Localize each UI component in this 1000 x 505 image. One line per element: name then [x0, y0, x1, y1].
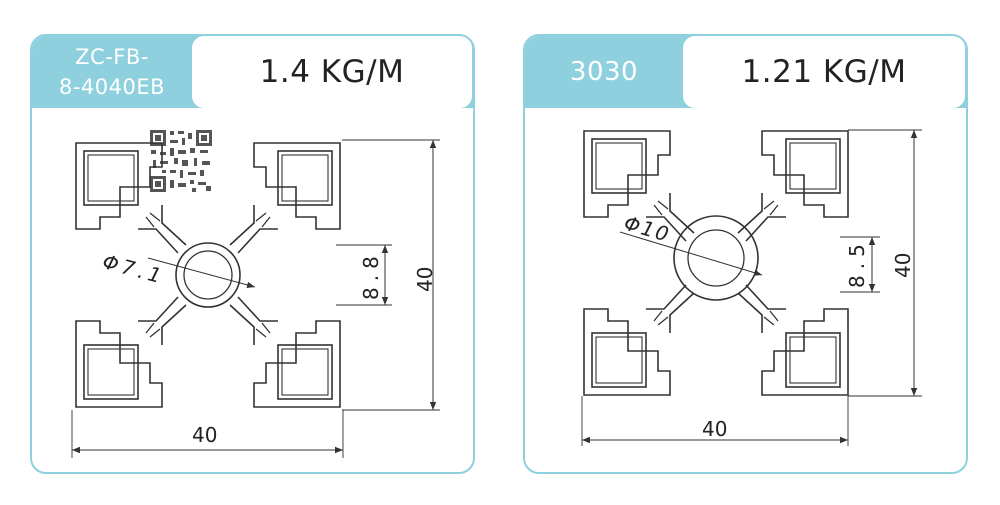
profile-code-line2: 8-4040EB: [58, 75, 166, 99]
profile-code: 3030: [569, 57, 639, 87]
profile-card-left: ZC-FB- 8-4040EB 1.4 KG/M: [30, 34, 475, 474]
profile-section-left: [71, 139, 440, 458]
slot-dimension-label: 8.8: [359, 250, 383, 300]
profile-card-right: 3030 1.21 KG/M: [523, 34, 968, 474]
qr-code-icon: [148, 128, 214, 194]
height-dimension-label: 40: [413, 267, 437, 292]
width-dimension-label: 40: [192, 423, 217, 447]
width-dimension-label: 40: [702, 417, 727, 441]
profile-code: ZC-FB- 8-4040EB: [32, 36, 192, 108]
slot-dimension-label: 8.5: [845, 238, 869, 288]
profile-code-line1: ZC-FB-: [75, 45, 149, 69]
profile-weight: 1.21 KG/M: [683, 36, 965, 108]
profile-section-right: [581, 129, 922, 446]
profile-weight: 1.4 KG/M: [192, 36, 472, 108]
height-dimension-label: 40: [891, 253, 915, 278]
hole-diameter-label: Φ7.1: [100, 249, 168, 289]
hole-diameter-label: Φ10: [621, 211, 673, 247]
